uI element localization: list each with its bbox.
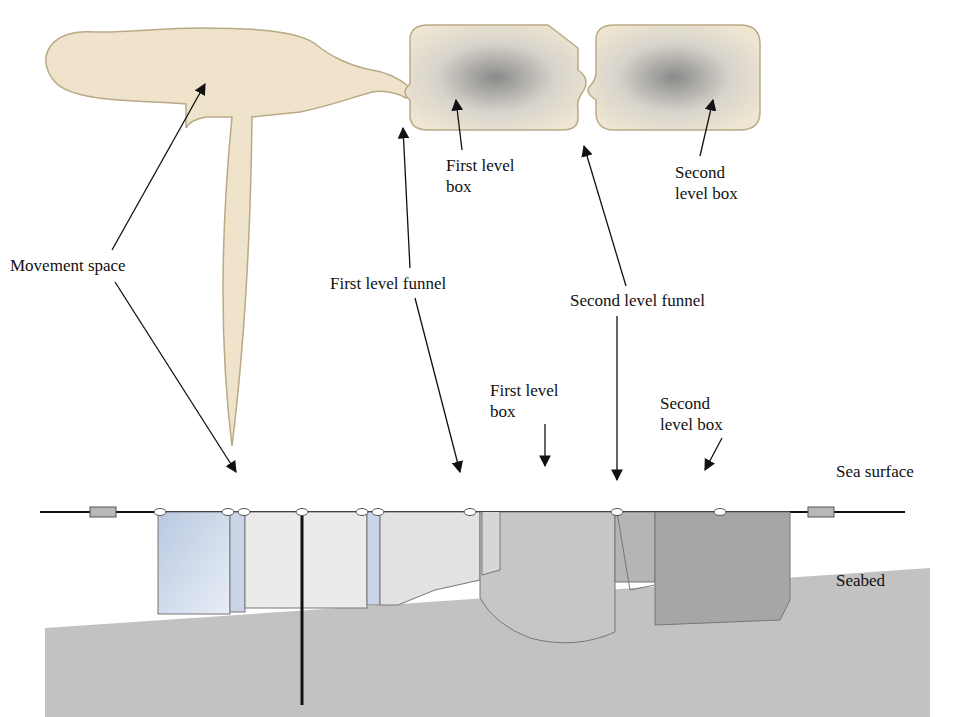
part-label: Movement space	[10, 255, 180, 276]
part-label: First level funnel	[330, 273, 530, 294]
part-label: Second level funnel	[570, 290, 770, 311]
movement-space-top	[46, 28, 413, 446]
first-box-top	[405, 25, 586, 130]
part-label: Sea surface	[836, 461, 958, 482]
leader-arrows	[112, 84, 722, 480]
part-label: First level box	[446, 155, 538, 197]
part-label: Seabed	[836, 570, 946, 591]
second-box-top	[588, 25, 760, 130]
part-label: Second level box	[675, 162, 757, 204]
part-label: Second level box	[660, 393, 742, 435]
part-label: First level box	[490, 380, 582, 422]
